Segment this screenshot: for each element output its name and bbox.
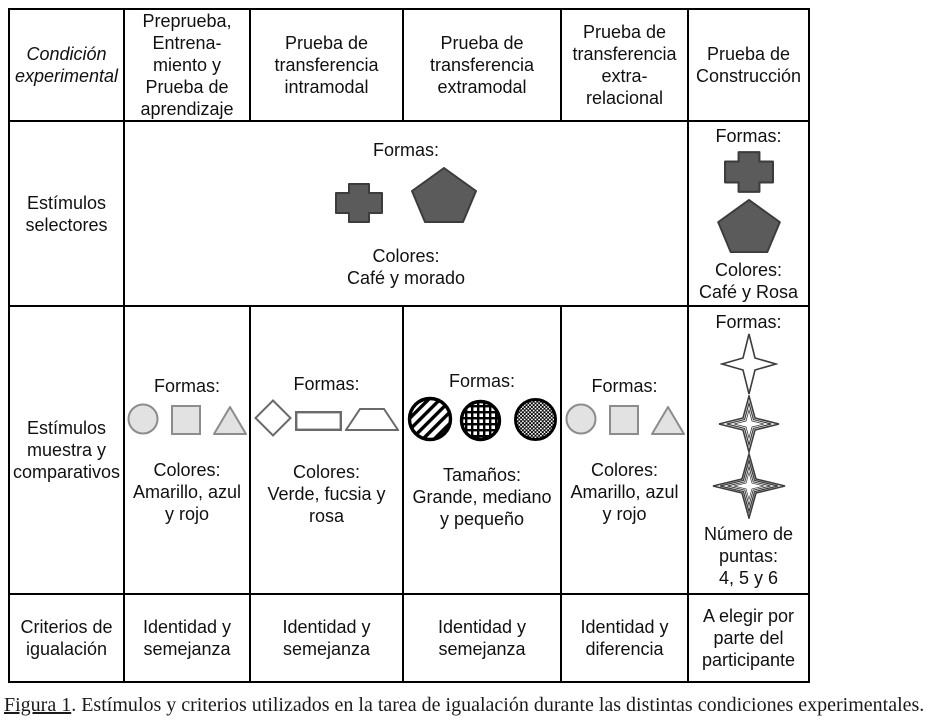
experimental-conditions-table: Condición experimental Preprueba, Entren… [8, 8, 810, 683]
formas-label: Formas: [153, 376, 220, 396]
figure-number: Figura 1 [4, 694, 72, 716]
pentagon-shape-icon [411, 166, 477, 223]
caption-text: . Estímulos y criterios utilizados en la… [71, 694, 925, 716]
row-label-estimulos-muestra: Estímulos muestra y comparativos [8, 305, 125, 595]
numero-puntas-value: 4, 5 y 6 [718, 568, 779, 588]
criterio-preprueba: Identidad y semejanza [123, 593, 251, 683]
formas-label: Formas: [372, 139, 439, 160]
star-6-points-icon [712, 453, 785, 519]
figure-caption: Figura 1. Estímulos y criterios utilizad… [4, 694, 940, 717]
header-extrarelacional: Prueba de transferencia extra- relaciona… [560, 8, 689, 122]
rectangle-shape-icon [295, 411, 342, 431]
cross-shape-icon [723, 150, 774, 193]
selectores-merged-cell: Formas: Colores:Café y morado [123, 120, 689, 307]
colores-value: Amarillo, azul y rojo [570, 482, 679, 524]
selector-shapes [335, 166, 477, 223]
muestra-cell-intramodal: Formas: Colores:Verde, fucsia y rosa [249, 305, 404, 595]
colores-value: Café y morado [346, 267, 466, 288]
criterio-construccion: A elegir por parte del participante [687, 593, 810, 683]
colores-label: Colores: [153, 460, 221, 480]
tamanos-value: Grande, mediano y pequeño [412, 487, 552, 529]
square-shape-icon [608, 405, 639, 435]
header-row: Condición experimental Preprueba, Entren… [8, 8, 810, 122]
star-5-points-icon [718, 395, 779, 453]
circle-shape-icon [565, 403, 596, 435]
hatched-circle-icon [407, 396, 452, 442]
criterio-intramodal: Identidad y semejanza [249, 593, 404, 683]
colores-value: Verde, fucsia y rosa [267, 484, 386, 526]
header-extramodal: Prueba de transferencia extramodal [402, 8, 562, 122]
row-label-criterios: Criterios de igualación [8, 593, 125, 683]
cross-shape-icon [335, 182, 383, 223]
formas-label: Formas: [448, 371, 515, 391]
criterios-row: Criterios de igualación Identidad y seme… [8, 593, 810, 683]
selectores-row: Estímulos selectores Formas:Colores:Café… [8, 120, 810, 307]
muestra-cell-extrarelacional: Formas: Colores:Amarillo, azul y rojo [560, 305, 689, 595]
colores-value: Amarillo, azul y rojo [132, 482, 242, 524]
circle-shape-icon [127, 403, 159, 435]
formas-label: Formas: [293, 374, 360, 394]
pentagon-shape-icon [716, 198, 781, 253]
tamanos-label: Tamaños: [442, 465, 522, 485]
triangle-shape-icon [213, 406, 247, 435]
header-condicion-experimental: Condición experimental [8, 8, 125, 122]
trapezoid-shape-icon [345, 408, 399, 431]
dotted-circle-icon [513, 398, 557, 441]
colores-label: Colores: [590, 460, 659, 480]
header-preprueba: Preprueba, Entrena- miento y Prueba de a… [123, 8, 251, 122]
selectores-construccion-cell: Formas: Colores:Café y Rosa [687, 120, 810, 307]
grid-circle-icon [459, 399, 501, 442]
colores-label: Colores: [372, 245, 440, 266]
muestra-cell-construccion: Formas: Número de puntas:4, 5 y 6 [687, 305, 810, 595]
colores-label: Colores: [714, 259, 783, 280]
colores-label: Colores: [292, 462, 361, 482]
star-4-points-icon [719, 333, 778, 395]
header-intramodal: Prueba de transferencia intramodal [249, 8, 404, 122]
colores-value: Café y Rosa [698, 281, 799, 302]
muestra-cell-extramodal: Formas: Tamaños:Grande, mediano y pequeño [402, 305, 562, 595]
muestra-row: Estímulos muestra y comparativos Formas:… [8, 305, 810, 595]
criterio-extramodal: Identidad y semejanza [402, 593, 562, 683]
formas-label: Formas: [591, 376, 658, 396]
diamond-shape-icon [254, 399, 292, 437]
row-label-estimulos-selectores: Estímulos selectores [8, 120, 125, 307]
formas-label: Formas: [715, 312, 782, 332]
header-construccion: Prueba de Construcción [687, 8, 810, 122]
criterio-extrarelacional: Identidad y diferencia [560, 593, 689, 683]
formas-label: Formas: [715, 125, 782, 146]
square-shape-icon [171, 405, 201, 435]
numero-puntas-label: Número de puntas: [703, 524, 794, 566]
triangle-shape-icon [650, 406, 685, 435]
muestra-cell-preprueba: Formas: Colores:Amarillo, azul y rojo [123, 305, 251, 595]
